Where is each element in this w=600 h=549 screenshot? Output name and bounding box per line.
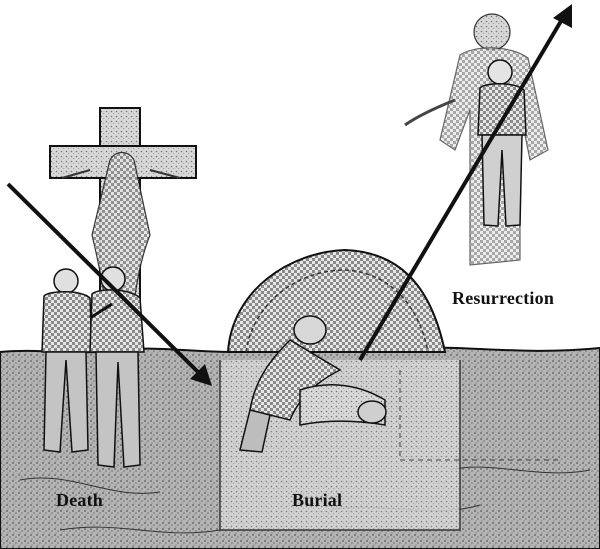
label-burial: Burial	[292, 490, 343, 510]
resurrection-figures	[404, 13, 549, 266]
arrow-down-icon	[6, 182, 212, 386]
tomb-arch-icon	[226, 248, 447, 353]
label-resurrection: Resurrection	[452, 288, 555, 308]
label-death: Death	[56, 490, 103, 510]
arrow-up-icon	[358, 4, 572, 362]
burial-figures	[239, 315, 387, 453]
baptism-figures	[41, 266, 145, 468]
